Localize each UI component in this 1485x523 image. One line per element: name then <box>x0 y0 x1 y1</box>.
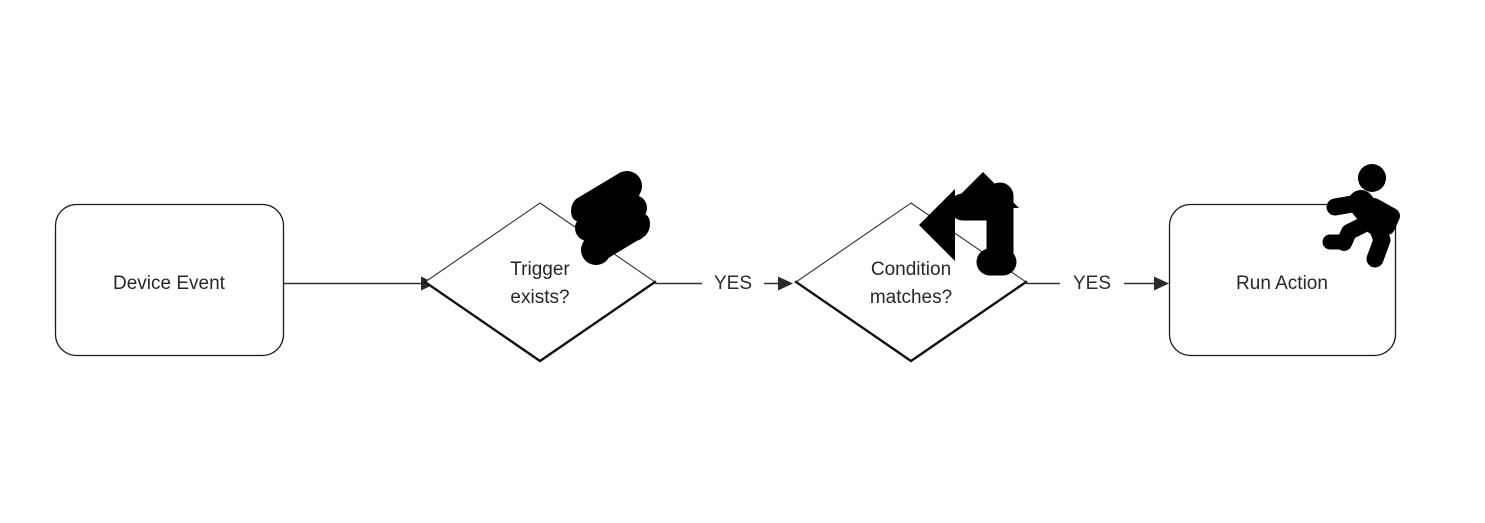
edge-trigger-to-condition-arrowhead <box>778 276 793 291</box>
condition-matches-lower-edges <box>794 280 1028 363</box>
lightning-bolt-icon <box>571 171 650 265</box>
node-run-action[interactable]: Run Action <box>1168 164 1400 357</box>
trigger-exists-label-line1: Trigger <box>510 259 570 280</box>
edge-trigger-to-condition-label: YES <box>714 273 752 294</box>
trigger-exists-lower-edges <box>423 280 657 363</box>
device-event-label: Device Event <box>113 273 226 294</box>
condition-matches-label-line2: matches? <box>870 287 952 308</box>
condition-matches-label-line1: Condition <box>871 259 951 280</box>
running-person-icon <box>1322 164 1400 268</box>
edge-trigger-to-condition: YES <box>655 273 793 294</box>
edge-condition-to-action-label: YES <box>1073 273 1111 294</box>
node-device-event[interactable]: Device Event <box>54 203 285 357</box>
edge-event-to-trigger <box>284 276 436 291</box>
edge-condition-to-action: YES <box>1026 273 1169 294</box>
branch-arrow-icon <box>919 172 1019 276</box>
edge-condition-to-action-arrowhead <box>1154 276 1169 291</box>
trigger-exists-label-line2: exists? <box>510 287 569 308</box>
device-event-shape[interactable] <box>54 203 285 357</box>
run-action-label: Run Action <box>1236 273 1328 294</box>
node-trigger-exists[interactable]: Trigger exists? <box>423 171 657 363</box>
node-condition-matches[interactable]: Condition matches? <box>794 172 1028 363</box>
